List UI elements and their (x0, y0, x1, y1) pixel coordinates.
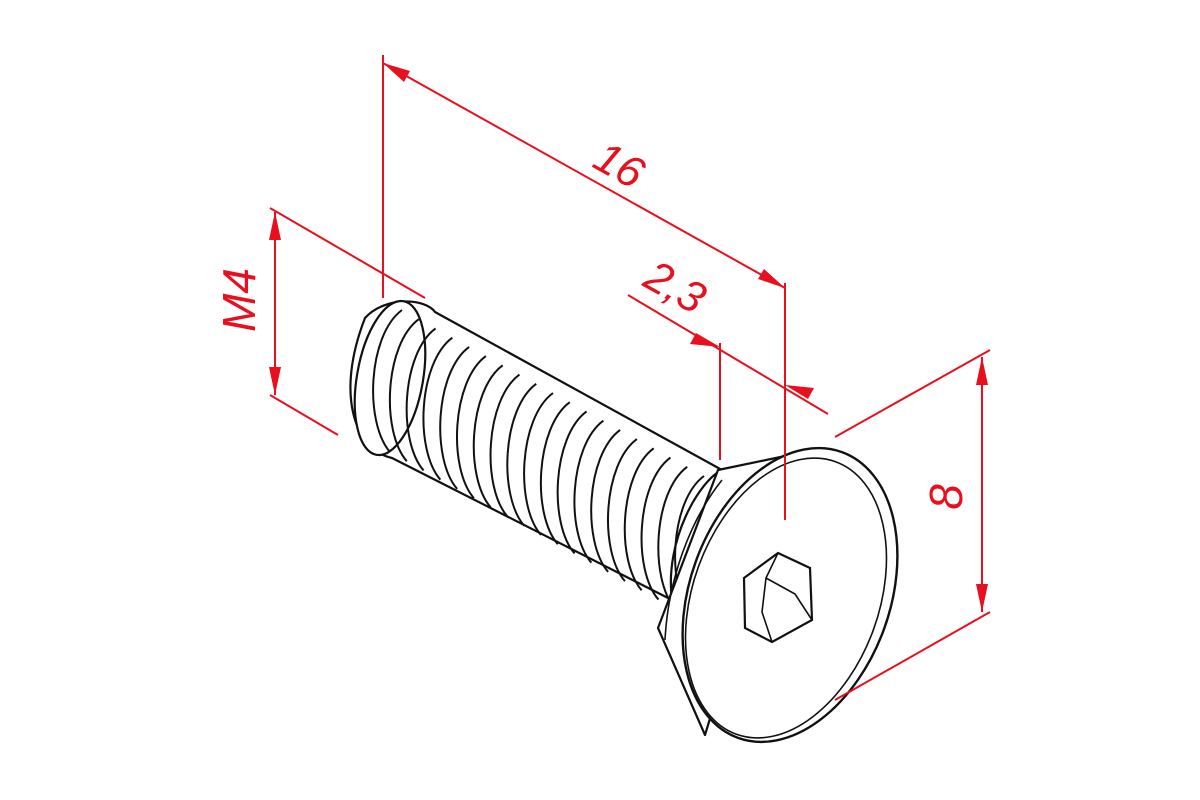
thread-crest (472, 364, 504, 508)
thread-crest (640, 456, 672, 601)
thread-crest (439, 346, 470, 490)
dimension-line-16 (382, 62, 786, 289)
arrow-8-bottom (976, 584, 988, 612)
thread-crest (489, 373, 521, 518)
thread-crest (422, 336, 453, 481)
arrow-23-left (690, 333, 720, 347)
thread-crest (607, 438, 638, 582)
thread-crest (556, 410, 588, 555)
thread-crest (573, 419, 604, 564)
thread-crests (372, 309, 705, 619)
thread-crest (623, 447, 655, 591)
thread-crest (590, 429, 621, 573)
thread-crest (456, 355, 487, 499)
label-thread: M4 (213, 268, 265, 332)
thread-crest (372, 309, 403, 453)
arrow-23-right (785, 385, 814, 399)
thread-crest (539, 401, 571, 545)
arrow-16-right (758, 269, 785, 288)
thread-crest (506, 382, 537, 527)
thread-crest (388, 318, 420, 462)
extension-line-8-bottom (834, 611, 991, 701)
thread-crest (523, 392, 554, 536)
shank-outline (349, 300, 724, 602)
label-head-height: 2,3 (636, 251, 715, 324)
label-total-length: 16 (586, 132, 653, 199)
hex-socket-inner-edge (764, 552, 813, 621)
arrow-16-left (383, 63, 410, 82)
hex-socket-inner-edge-2 (761, 577, 773, 643)
screw-head (681, 446, 899, 744)
arrow-m4-top (269, 212, 281, 240)
cone-shading-line (664, 479, 723, 641)
extension-line-8-top (834, 349, 991, 438)
extension-line-m4-bottom (269, 394, 339, 436)
label-head-diameter: 8 (920, 484, 972, 510)
thread-crest (657, 465, 688, 610)
thread-crest (405, 327, 437, 472)
extension-line-m4-top (269, 207, 426, 299)
arrow-8-top (976, 357, 988, 385)
dimension-lines (269, 55, 991, 701)
dimension-line-23 (627, 294, 829, 415)
arrow-m4-bottom (269, 367, 281, 395)
